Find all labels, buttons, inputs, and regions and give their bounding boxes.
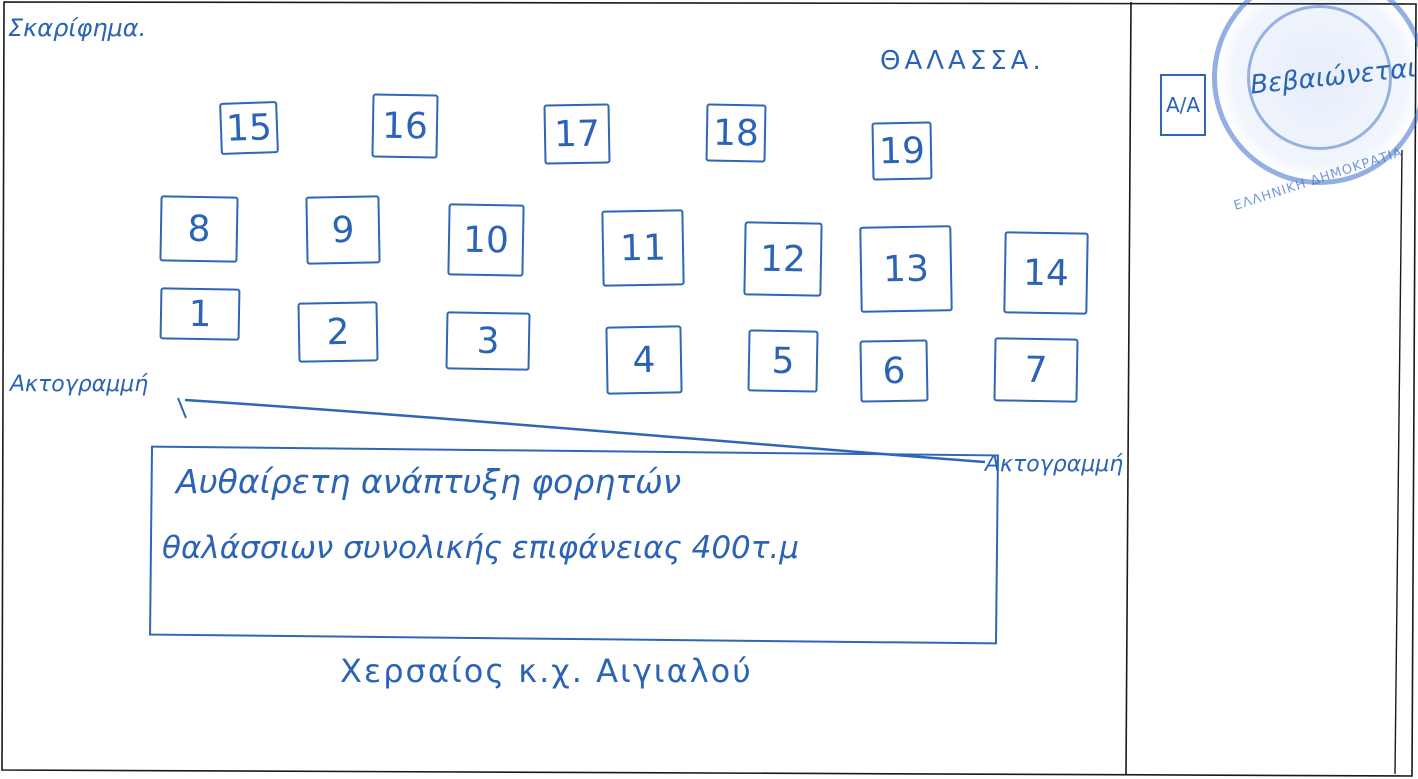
slot-12: 12 [743, 221, 823, 297]
aa-label: Α/Α [1160, 74, 1206, 136]
slot-10: 10 [447, 203, 525, 277]
shoreline-label-right: Ακτογραμμή [985, 452, 1124, 477]
seal-inner-ring-icon [1247, 5, 1392, 150]
slot-5: 5 [747, 329, 819, 393]
right-column-divider [1394, 149, 1403, 775]
slot-16: 16 [371, 93, 439, 159]
slot-9: 9 [305, 195, 381, 265]
slot-18: 18 [705, 103, 767, 163]
slot-3: 3 [445, 311, 531, 371]
slot-11: 11 [601, 209, 685, 287]
shoreline-curve [184, 398, 986, 464]
slot-1: 1 [159, 287, 241, 341]
official-seal-icon [1212, 0, 1418, 185]
sketch-title: Σκαρίφημα. [8, 14, 147, 42]
slot-15: 15 [219, 101, 279, 155]
land-label: Χερσαίος κ.χ. Αιγιαλού [340, 652, 753, 690]
slot-14: 14 [1003, 231, 1089, 315]
note-line-1: Αυθαίρετη ανάπτυξη φορητών [176, 462, 682, 501]
shoreline-tick [177, 397, 187, 419]
slot-7: 7 [993, 337, 1079, 403]
column-divider [1125, 1, 1132, 775]
slot-6: 6 [859, 339, 929, 403]
slot-2: 2 [297, 301, 379, 363]
shoreline-label-left: Ακτογραμμή [10, 372, 149, 397]
sea-label: ΘΑΛΑΣΣΑ. [880, 46, 1045, 76]
note-line-2: θαλάσσιων συνολικής επιφάνειας 400τ.μ [162, 530, 800, 566]
slot-13: 13 [859, 225, 953, 313]
slot-19: 19 [871, 121, 933, 181]
slot-4: 4 [605, 325, 683, 395]
slot-8: 8 [159, 195, 239, 263]
slot-17: 17 [543, 103, 611, 165]
